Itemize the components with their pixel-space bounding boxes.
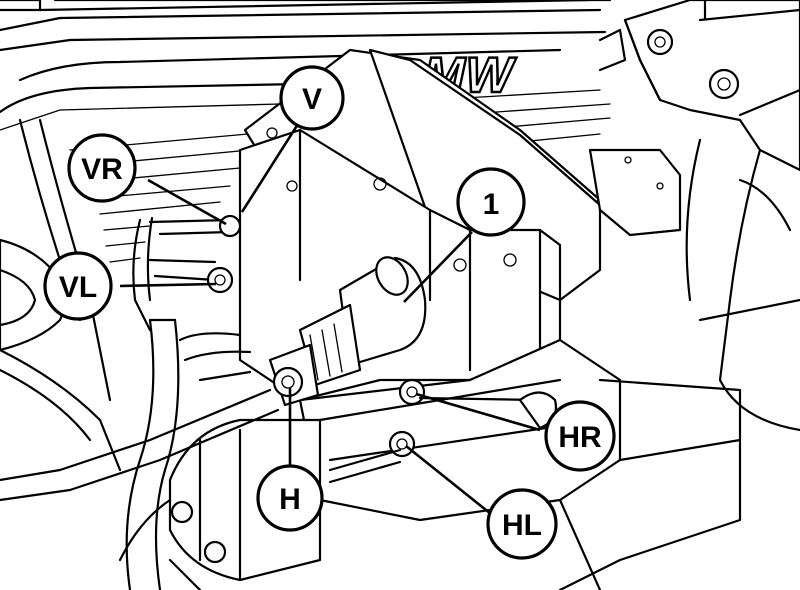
callout-label-H: H [279,483,301,516]
callout-label-V: V [302,83,322,116]
callout-1: 1 [456,167,526,237]
callout-label-HL: HL [502,509,542,542]
callout-HL: HL [486,488,558,560]
callout-HR: HR [544,400,616,472]
abs-unit-body [118,48,742,590]
callout-label-1: 1 [483,188,500,221]
mounting-bracket [623,0,800,432]
callout-H: H [256,464,324,532]
callout-VR: VR [67,133,137,203]
leader-lines [119,123,541,520]
callout-label-HR: HR [558,421,602,454]
callout-VL: VL [43,251,113,321]
callout-label-VR: VR [81,153,123,186]
reservoir [0,238,122,472]
brake-lines [0,214,558,590]
callout-V: V [279,65,345,131]
callout-label-VL: VL [59,271,97,304]
